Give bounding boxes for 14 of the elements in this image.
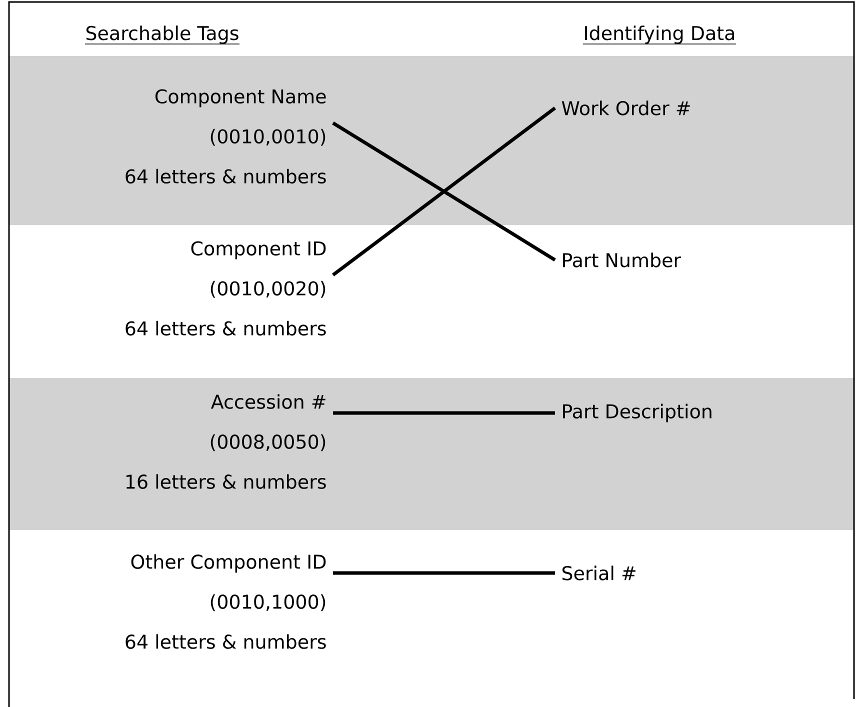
- tag-text: Part Description: [563, 404, 712, 422]
- connector-line: [332, 106, 556, 276]
- column-heading: Identifying Data: [582, 26, 736, 44]
- column-heading: Searchable Tags: [84, 26, 240, 44]
- connector-line: [333, 571, 555, 575]
- tag-text: Component ID (0010,0020) 64 letters & numbers: [126, 241, 326, 336]
- connector-line: [332, 122, 556, 262]
- tag-text: Work Order #: [562, 100, 690, 116]
- tag-text: Other Component ID (0010,1000) 64 letters & numbers: [126, 554, 326, 649]
- tag-text: Serial #: [562, 566, 636, 580]
- tag-text: Part Number: [563, 252, 682, 268]
- tag-text: Component Name (0010,0010) 64 letters & numbers: [126, 89, 326, 184]
- connector-line: [333, 411, 555, 415]
- tag-text: Accession # (0008,0050) 16 letters & numbers: [126, 394, 326, 489]
